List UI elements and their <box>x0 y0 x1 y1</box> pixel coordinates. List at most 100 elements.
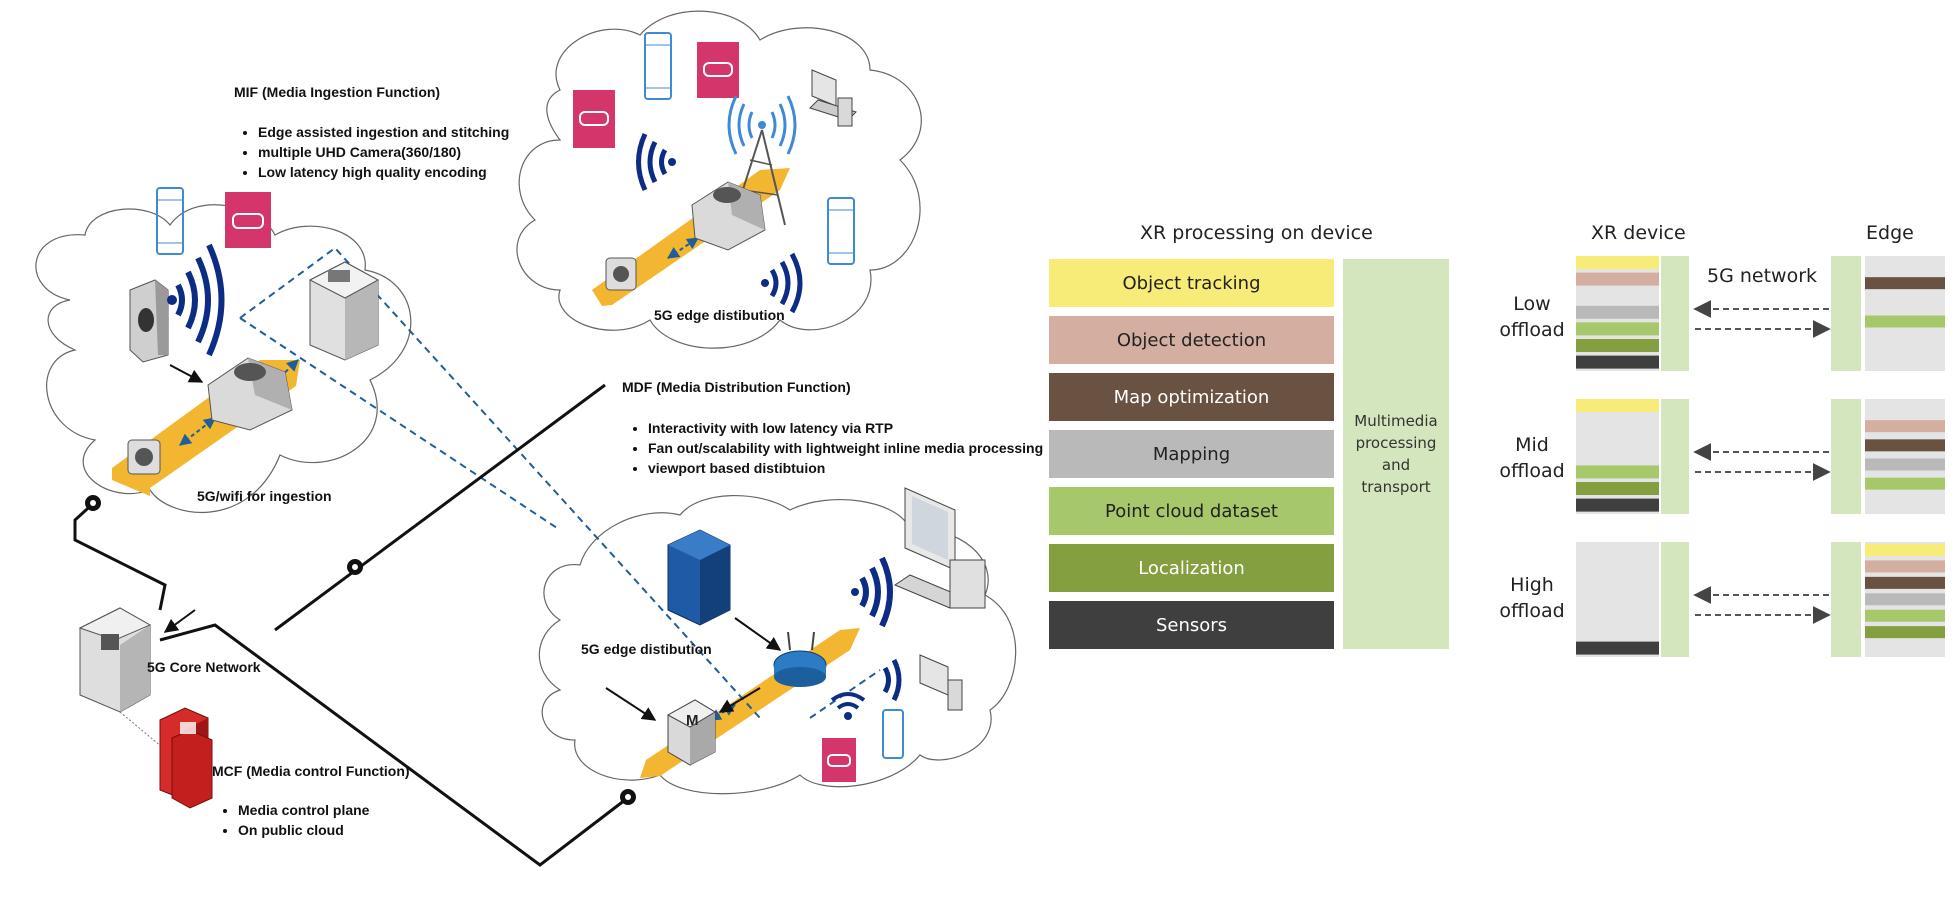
router-icon <box>605 257 637 291</box>
layer-label: Point cloud dataset <box>1105 500 1278 522</box>
mcf-server-icon <box>159 707 213 809</box>
desktop-computer-icon <box>919 654 963 711</box>
edge-media-node-icon: M <box>666 699 716 766</box>
mif-bullet: multiple UHD Camera(360/180) <box>258 142 509 162</box>
edge-header: Edge <box>1866 222 1914 244</box>
layer-map-optimization: Map optimization <box>1049 373 1334 421</box>
device-transport-bar <box>1661 399 1689 514</box>
edge-layer-segment <box>1865 277 1945 290</box>
device-layer-segment <box>1576 339 1659 352</box>
mcf-bullet: Media control plane <box>238 800 369 820</box>
layer-label: Mapping <box>1152 443 1231 465</box>
device-layer-segment <box>1576 399 1659 412</box>
layer-localization: Localization <box>1049 544 1334 592</box>
xr-device-header: XR device <box>1591 222 1686 244</box>
edge-column <box>1865 399 1945 514</box>
device-layer-segment <box>1576 256 1659 269</box>
edge-server-icon <box>691 181 766 251</box>
edge-transport-bar <box>1831 542 1861 657</box>
mdf-bullet: Interactivity with low latency via RTP <box>648 418 1043 438</box>
phone-icon <box>882 709 904 759</box>
vr-headset-icon <box>822 738 856 782</box>
edge-layer-segment <box>1865 458 1945 471</box>
mdf-bullets: Interactivity with low latency via RTP F… <box>630 418 1043 478</box>
ingestion-cloud <box>35 204 412 513</box>
offload-label-high: High offload <box>1499 574 1565 622</box>
core-network-label: 5G Core Network <box>147 659 261 675</box>
layer-label: Map optimization <box>1113 386 1270 408</box>
layer-label: Object detection <box>1116 329 1267 351</box>
mif-bullets: Edge assisted ingestion and stitching mu… <box>240 122 509 182</box>
layer-object-detection: Object detection <box>1049 316 1334 364</box>
edge-cloud-top <box>516 10 922 349</box>
core-network-server-icon <box>78 607 152 713</box>
mdf-bullet: Fan out/scalability with lightweight inl… <box>648 438 1043 458</box>
mif-bullet: Low latency high quality encoding <box>258 162 509 182</box>
compute-cluster-icon <box>667 529 731 626</box>
edge-cloud-bottom <box>538 495 1017 795</box>
edge-column <box>1865 256 1945 371</box>
wifi-signal-icon <box>769 252 803 314</box>
backbone-link <box>159 623 626 867</box>
cell-tower-icon <box>727 95 797 231</box>
desktop-computer-icon <box>893 487 986 609</box>
layer-object-tracking: Object tracking <box>1049 259 1334 307</box>
router-icon <box>773 631 827 687</box>
edge-layer-segment <box>1865 439 1945 452</box>
wifi-signal-icon <box>859 556 893 628</box>
edge-transport-bar <box>1831 256 1861 371</box>
mif-title: MIF (Media Ingestion Function) <box>234 84 441 100</box>
edge-layer-segment <box>1865 544 1945 556</box>
device-layer-segment <box>1576 355 1659 369</box>
device-layer-segment <box>1576 322 1659 336</box>
multimedia-transport-box: Multimedia processing and transport <box>1343 259 1449 649</box>
edge-layer-segment <box>1865 576 1945 589</box>
layer-label: Object tracking <box>1122 272 1261 294</box>
edge-layer-segment <box>1865 593 1945 606</box>
desktop-computer-icon <box>809 69 857 127</box>
backbone-link <box>274 383 606 632</box>
device-layer-segment <box>1576 641 1659 655</box>
router-icon <box>127 439 161 475</box>
device-transport-bar <box>1661 542 1689 657</box>
mcf-bullet: On public cloud <box>238 820 369 840</box>
mdf-bullet: viewport based distibtuion <box>648 458 1043 478</box>
device-layer-segment <box>1576 482 1659 495</box>
device-column <box>1576 399 1659 514</box>
edge-label-bottom: 5G edge distibution <box>581 641 712 657</box>
network-label: 5G network <box>1707 265 1818 287</box>
phone-icon <box>644 32 672 100</box>
wifi-signal-icon <box>636 132 668 192</box>
multimedia-label: Multimedia processing and transport <box>1354 412 1438 496</box>
edge-layer-segment <box>1865 626 1945 639</box>
backbone-link <box>73 498 167 611</box>
ingestion-label: 5G/wifi for ingestion <box>197 488 332 504</box>
vr-headset-icon <box>697 42 739 98</box>
layer-label: Localization <box>1138 557 1245 579</box>
camera-device-icon <box>129 279 169 363</box>
mcf-bullets: Media control plane On public cloud <box>220 800 369 840</box>
edge-layer-segment <box>1865 609 1945 622</box>
wifi-signal-icon <box>882 658 902 702</box>
layer-label: Sensors <box>1155 614 1228 636</box>
edge-layer-segment <box>1865 560 1945 573</box>
device-layer-segment <box>1576 305 1659 319</box>
layer-point-cloud-dataset: Point cloud dataset <box>1049 487 1334 535</box>
device-transport-bar <box>1661 256 1689 371</box>
edge-transport-bar <box>1831 399 1861 514</box>
xr-stack-title: XR processing on device <box>1140 222 1373 244</box>
edge-layer-segment <box>1865 420 1945 433</box>
mdf-title: MDF (Media Distribution Function) <box>622 379 851 395</box>
dashed-link <box>239 317 561 531</box>
edge-node-letter: M <box>686 712 699 729</box>
device-layer-segment <box>1576 498 1659 512</box>
device-layer-segment <box>1576 465 1659 479</box>
mif-bullet: Edge assisted ingestion and stitching <box>258 122 509 142</box>
device-column <box>1576 542 1659 657</box>
edge-layer-segment <box>1865 315 1945 328</box>
wifi-signal-icon <box>175 243 225 357</box>
phone-icon <box>156 187 184 255</box>
offload-label-low: Low offload <box>1499 293 1565 341</box>
